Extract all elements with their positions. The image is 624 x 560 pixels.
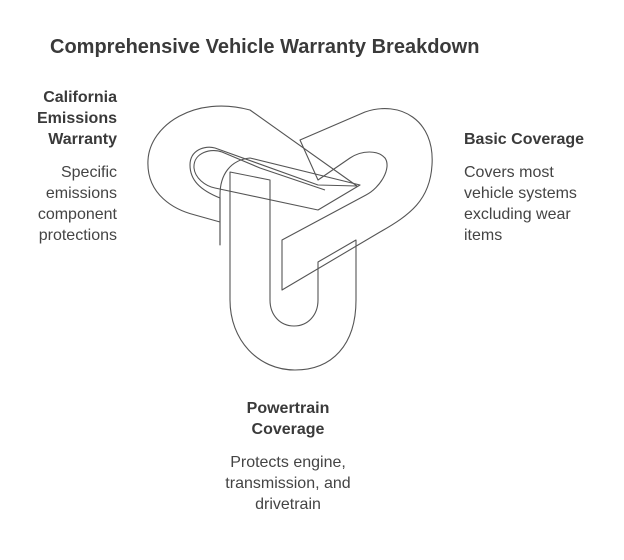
basic-heading: Basic Coverage xyxy=(464,131,585,148)
california-description: Specific emissions component protections xyxy=(37,164,117,244)
knot-band-basic xyxy=(281,108,433,291)
basic-description: Covers most vehicle systems excluding we… xyxy=(464,164,577,244)
knot-band-powertrain xyxy=(229,171,357,371)
node-california-emissions: California Emissions Warranty Specific e… xyxy=(0,87,117,246)
california-heading: California Emissions Warranty xyxy=(36,89,117,148)
powertrain-heading: Powertrain Coverage xyxy=(246,400,330,438)
powertrain-description: Protects engine, transmission, and drive… xyxy=(225,454,351,513)
knot-lobe-california xyxy=(193,150,361,245)
diagram-title: Comprehensive Vehicle Warranty Breakdown xyxy=(50,36,480,58)
knot-band-california xyxy=(147,105,358,246)
node-basic-coverage: Basic Coverage Covers most vehicle syste… xyxy=(464,129,614,246)
node-powertrain-coverage: Powertrain Coverage Protects engine, tra… xyxy=(188,398,388,515)
